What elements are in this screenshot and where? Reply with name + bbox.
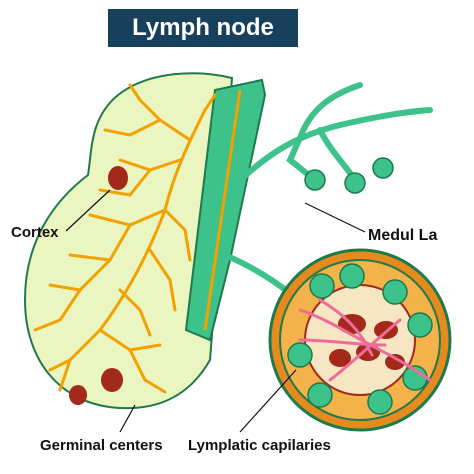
cortex-branches bbox=[33, 83, 217, 394]
germinal-centers-label: Germinal centers bbox=[40, 437, 163, 454]
lymph-dots bbox=[304, 157, 394, 194]
capillary-cross-section bbox=[268, 248, 452, 432]
lymph-node-body bbox=[23, 72, 234, 410]
cortex-label: Cortex bbox=[11, 224, 59, 241]
artery-line bbox=[203, 89, 242, 331]
leader-lines bbox=[65, 189, 366, 433]
title-banner: Lymph node bbox=[108, 9, 298, 47]
medulla-label: Medul La bbox=[368, 227, 438, 244]
lymphatic-capillaries-label: Lymplatic capilaries bbox=[188, 437, 331, 454]
germinal-centers bbox=[69, 166, 128, 405]
